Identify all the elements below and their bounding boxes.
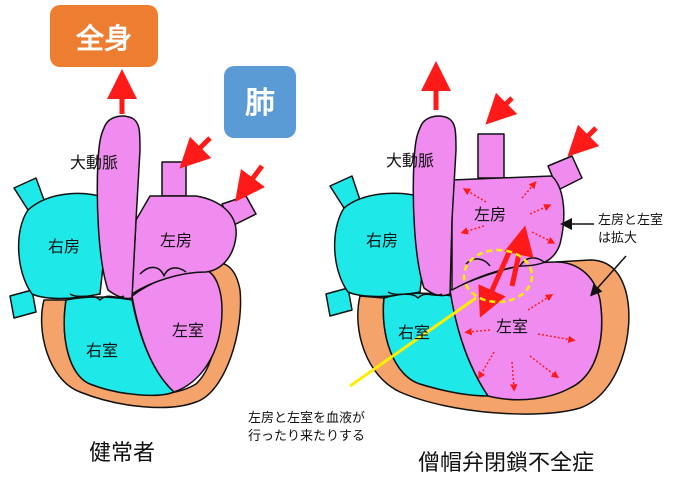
mr-caption: 僧帽弁閉鎖不全症 (418, 451, 594, 476)
healthy-left-ventricle-label: 左室 (172, 321, 204, 340)
mr-flow-arrows (421, 61, 600, 318)
healthy-pulmonary-vein-top (161, 161, 187, 197)
pointer-to-left-ventricle (590, 255, 627, 297)
mr-aorta-label: 大動脈 (386, 151, 434, 170)
enlarged-note-line-2: は拡大 (598, 231, 637, 246)
lung-box-label: 肺 (245, 86, 275, 121)
pressure-arrow (478, 351, 495, 380)
pressure-arrow (529, 204, 552, 215)
mitral-valve-highlight-circle (462, 248, 534, 304)
mr-left-ventricle-label: 左室 (496, 317, 528, 336)
pressure-arrow (509, 361, 518, 392)
mr-aorta-shape (412, 115, 457, 297)
mr-right-atrium-shape (334, 192, 431, 298)
lung-box-bg (224, 66, 296, 138)
healthy-aorta-label: 大動脈 (70, 153, 118, 172)
healthy-right-atrium-shape (18, 192, 111, 300)
flow-note-pointer-line (349, 296, 477, 388)
pressure-arrow (537, 333, 576, 344)
healthy-flow-arrows (107, 69, 265, 202)
body-box-bg (50, 5, 158, 67)
body-box-label: 全身 (75, 22, 132, 55)
healthy-tricuspid-valve (69, 293, 125, 301)
healthy-aorta-shape (96, 115, 141, 300)
healthy-right-ventricle-label: 右室 (86, 341, 118, 360)
mr-arrow-from-lung-2 (567, 124, 600, 157)
pressure-arrow (460, 225, 485, 235)
flow-note-line-2: 行ったり来たりする (248, 429, 365, 444)
body-box: 全身 (50, 5, 158, 67)
mr-regurgitation-arrow-down (478, 248, 513, 318)
mr-arrow-from-lung-1 (485, 92, 518, 125)
healthy-arrow-from-lung-2 (235, 164, 265, 202)
healthy-right-atrium-label: 右房 (48, 237, 80, 256)
mr-left-atrium-label: 左房 (474, 205, 506, 224)
mr-tricuspid-valve (387, 291, 443, 299)
mr-pulmonary-vein-top (477, 133, 505, 179)
pressure-arrow (527, 293, 554, 311)
flow-note-line-1: 左房と左室を血液が (248, 410, 365, 426)
pressure-arrow (521, 181, 537, 199)
healthy-heart (9, 115, 257, 409)
healthy-caption: 健常者 (89, 441, 155, 466)
healthy-arrow-from-lung-1 (179, 136, 212, 169)
mr-mitral-valve-left (465, 258, 491, 267)
mr-pressure-arrows (460, 181, 576, 392)
healthy-vena-cava-bottom (9, 289, 37, 319)
healthy-left-atrium-shape (131, 195, 237, 295)
pressure-arrow (529, 355, 559, 379)
healthy-mitral-valve (139, 266, 187, 277)
mr-regurgitation-arrow-up (504, 225, 534, 287)
enlarged-note-line-1: 左房と左室 (598, 212, 663, 228)
healthy-left-atrium-label: 左房 (160, 231, 192, 250)
mr-right-atrium-label: 右房 (366, 231, 398, 250)
lung-box: 肺 (224, 66, 296, 138)
mr-mitral-valve-right (519, 257, 545, 267)
mr-vena-cava-bottom (325, 287, 353, 317)
mr-right-ventricle-label: 右室 (398, 323, 430, 342)
enlarged-note-pointers (560, 218, 627, 297)
